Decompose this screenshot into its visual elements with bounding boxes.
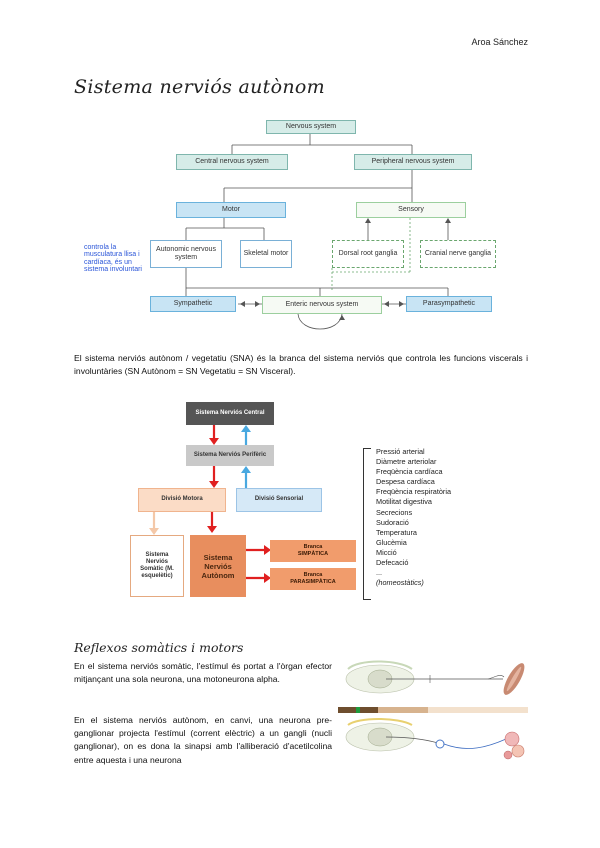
motor-box: Motor <box>176 202 286 218</box>
function-item: Motilitat digestiva <box>376 497 432 507</box>
functions-list: Pressió arterial Diàmetre arteriolar Fre… <box>376 447 451 588</box>
parasimpatica-label-2: PARASIMPÀTICA <box>290 579 336 585</box>
divisio-motora-box: Divisió Motora <box>138 488 226 512</box>
snc-box: Sistema Nerviós Central <box>186 402 274 425</box>
nervous-system-box: Nervous system <box>266 120 356 134</box>
simpatica-branch-box: Branca SIMPÀTICA <box>270 540 356 562</box>
function-item: Freqüència cardíaca <box>376 467 443 477</box>
author-name: Aroa Sánchez <box>471 37 528 47</box>
function-item: ... <box>376 568 383 578</box>
function-item: Pressió arterial <box>376 447 425 456</box>
parasimpatica-label-1: Branca <box>303 572 323 579</box>
cranial-nerve-ganglia-box: Cranial nerve ganglia <box>420 240 496 268</box>
simpatica-label-1: Branca <box>303 544 323 551</box>
autonomic-nervous-system-box: Autonomic nervous system <box>150 240 222 268</box>
somatic-system-box: Sistema Nerviós Somàtic (M. esquelètic) <box>130 535 184 597</box>
paragraph-sna-definition: El sistema nerviós autònom / vegetatiu (… <box>74 353 528 376</box>
sensory-box: Sensory <box>356 202 466 218</box>
paragraph-somatic: En el sistema nerviós somàtic, l'estímul… <box>74 661 332 685</box>
enteric-nervous-system-box: Enteric nervous system <box>262 296 382 314</box>
page-title: Sistema nerviós autònom <box>74 76 325 98</box>
paragraph-autonomic: En el sistema nerviós autònom, en canvi,… <box>74 715 332 765</box>
skeletal-motor-box: Skeletal motor <box>240 240 292 268</box>
function-item: Glucèmia <box>376 537 407 547</box>
dorsal-root-ganglia-box: Dorsal root ganglia <box>332 240 404 268</box>
simpatica-label-2: SIMPÀTICA <box>297 551 329 557</box>
function-item: Sudoració <box>376 517 409 527</box>
function-item: Freqüència respiratòria <box>376 487 452 497</box>
function-item: Temperatura <box>376 527 417 537</box>
function-item: Despesa cardíaca <box>376 477 435 487</box>
peripheral-nervous-system-box: Peripheral nervous system <box>354 154 472 170</box>
function-item: (homeostàtics) <box>376 578 424 588</box>
central-nervous-system-box: Central nervous system <box>176 154 288 170</box>
autonomic-annotation: controla la musculatura llisa i cardíaca… <box>84 244 142 274</box>
section-title: Reflexos somàtics i motors <box>74 640 244 655</box>
parasympathetic-box: Parasympathetic <box>406 296 492 312</box>
function-item: Defecació <box>376 558 409 568</box>
function-item: Secrecions <box>376 507 413 517</box>
sympathetic-box: Sympathetic <box>150 296 236 312</box>
parasimpatica-branch-box: Branca PARASIMPÀTICA <box>270 568 356 590</box>
divisio-sensorial-box: Divisió Sensorial <box>236 488 322 512</box>
function-item: Diàmetre arteriolar <box>376 457 437 467</box>
functions-bracket <box>363 448 371 600</box>
reflex-pathway-illustration <box>338 655 528 760</box>
autonomic-system-box: Sistema Nerviós Autònom <box>190 535 246 597</box>
snp-box: Sistema Nerviós Perifèric <box>186 445 274 466</box>
function-item: Micció <box>376 547 397 557</box>
